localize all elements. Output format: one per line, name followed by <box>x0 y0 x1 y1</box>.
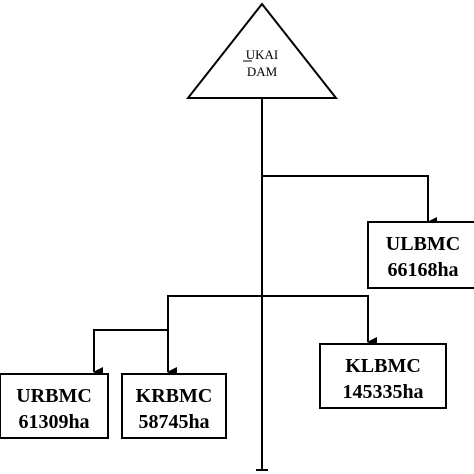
klbmc-name: KLBMC <box>345 355 421 377</box>
branch-klbmc <box>262 295 377 347</box>
krbmc-name: KRBMC <box>136 385 213 407</box>
box-krbmc <box>121 373 227 439</box>
dam-label-line1: UKAI <box>246 47 279 62</box>
box-ulbmc <box>367 221 474 289</box>
ulbmc-name: ULBMC <box>386 233 460 255</box>
urbmc-name: URBMC <box>16 385 92 407</box>
box-klbmc <box>319 343 447 409</box>
branch-left-upper <box>167 295 262 377</box>
branch-urbmc <box>93 329 168 377</box>
box-urbmc <box>0 373 109 439</box>
dam-label-line2: DAM <box>247 64 278 79</box>
urbmc-area: 61309ha <box>18 411 89 433</box>
krbmc-area: 58745ha <box>138 411 209 433</box>
klbmc-area: 145335ha <box>342 381 423 403</box>
branch-ulbmc <box>262 175 437 227</box>
ulbmc-area: 66168ha <box>387 259 458 281</box>
